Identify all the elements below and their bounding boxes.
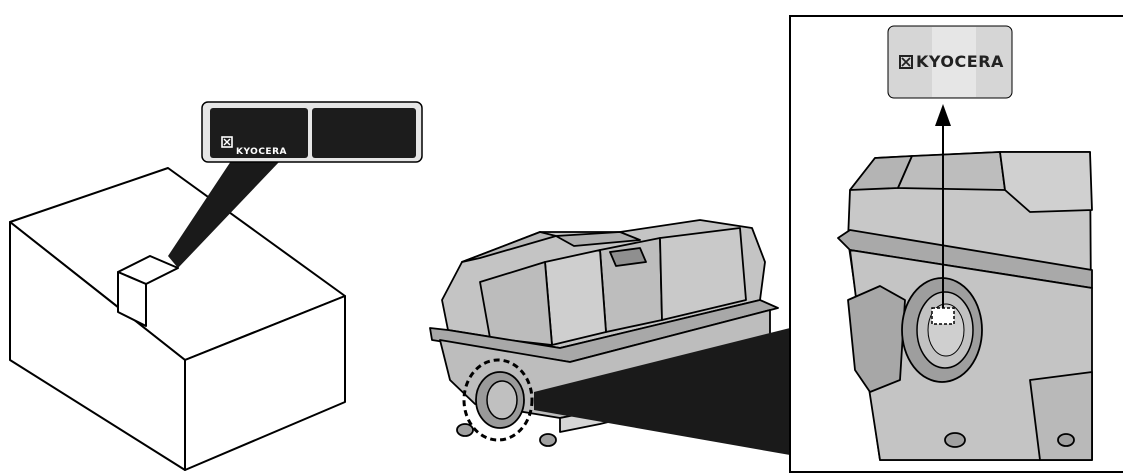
arrow-up-icon [935, 104, 951, 308]
box-seal-strip [117, 271, 147, 327]
kyocera-logo-icon [899, 55, 913, 69]
box-label-brand-text: KYOCERA [236, 147, 287, 157]
kyocera-logo-icon [221, 136, 233, 148]
zoomed-cartridge-port [901, 277, 983, 383]
box-label-callout: KYOCERA [201, 101, 423, 163]
port-callout-wedge [534, 328, 790, 455]
zoom-inset: KYOCERA [789, 15, 1123, 473]
box-right-face [184, 295, 346, 471]
zoomed-label: KYOCERA [887, 25, 1013, 99]
zoomed-label-brand-text: KYOCERA [916, 52, 1004, 71]
dashed-circle-icon [462, 358, 534, 442]
cartridge-port [475, 371, 525, 429]
hologram-location-marker [931, 307, 955, 325]
box-label-callout-wedge [168, 140, 300, 268]
toner-box [9, 167, 346, 471]
